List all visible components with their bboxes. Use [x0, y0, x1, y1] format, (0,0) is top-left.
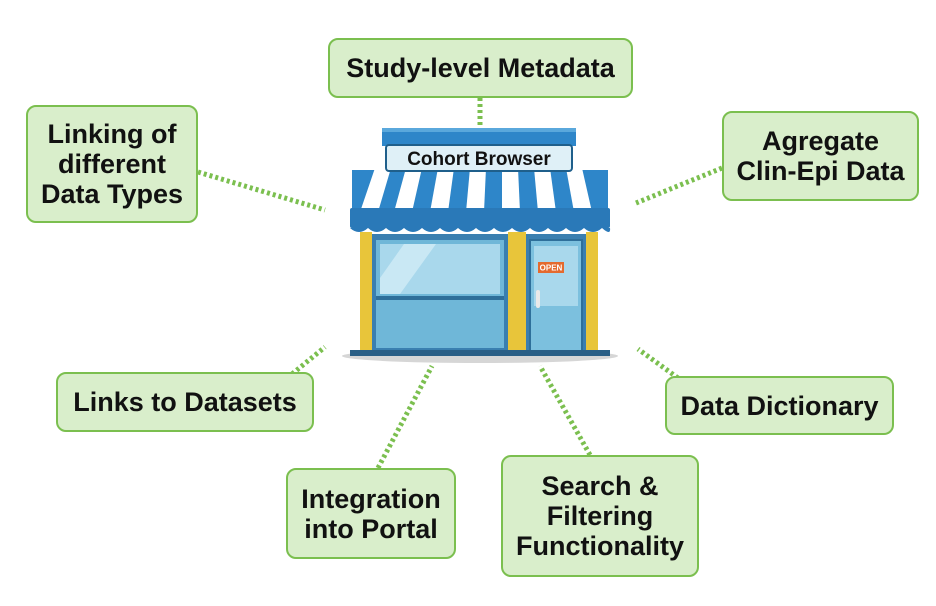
feature-box-integration-into-portal: Integration into Portal	[286, 468, 456, 559]
cohort-browser-sign	[385, 144, 573, 172]
connector-linking-of-different-data-types	[197, 169, 326, 213]
middle-pillar	[508, 232, 526, 354]
connector-integration-into-portal	[375, 364, 435, 470]
feature-box-agregate-clin-epi-data: Agregate Clin-Epi Data	[722, 111, 919, 201]
feature-box-links-to-datasets: Links to Datasets	[56, 372, 314, 432]
connector-data-dictionary	[636, 346, 680, 381]
left-pillar	[360, 232, 372, 354]
feature-box-search-filtering-functionality: Search & Filtering Functionality	[501, 455, 699, 577]
open-sign-text: OPEN	[540, 264, 563, 273]
feature-box-data-dictionary: Data Dictionary	[665, 376, 894, 435]
awning	[350, 168, 611, 232]
connector-search-filtering-functionality	[537, 364, 593, 457]
connector-links-to-datasets	[290, 345, 327, 376]
store-roof-band	[382, 128, 576, 146]
door-handle	[536, 290, 540, 308]
store-base	[350, 350, 610, 356]
open-sign	[538, 262, 564, 273]
cohort-browser-label: Cohort Browser	[407, 149, 551, 170]
right-pillar	[586, 232, 598, 354]
feature-box-linking-of-different-data-types: Linking of different Data Types	[26, 105, 198, 223]
feature-box-study-level-metadata: Study-level Metadata	[328, 38, 633, 98]
